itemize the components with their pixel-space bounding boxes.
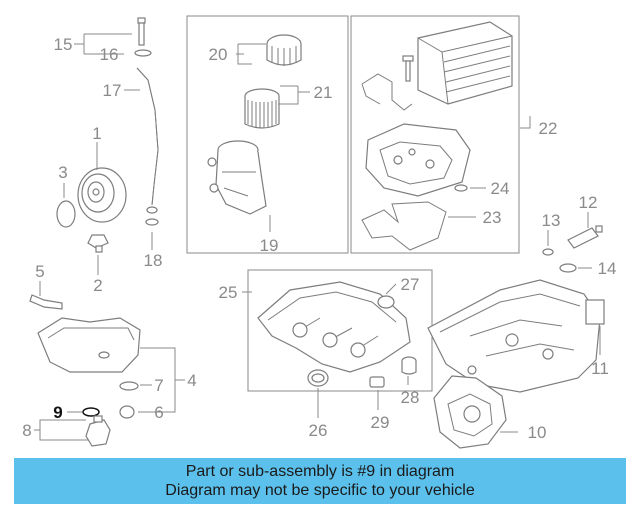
oil-filter-cap-part[interactable] [266, 34, 302, 66]
module-gasket-part[interactable] [361, 201, 447, 251]
callout-8[interactable]: 8 [22, 421, 31, 440]
sleeve-28-part[interactable] [401, 356, 417, 375]
callout-13[interactable]: 13 [542, 211, 561, 230]
callout-4[interactable]: 4 [187, 371, 196, 390]
leader-lines [34, 33, 601, 441]
banner-line-part-number: Part or sub-assembly is #9 in diagram [185, 463, 455, 480]
seal-27-part[interactable] [377, 295, 395, 309]
info-banner: Part or sub-assembly is #9 in diagram Di… [14, 458, 626, 504]
oil-cooler-group-box [350, 15, 520, 254]
drain-plug-part[interactable] [119, 405, 135, 419]
callout-7[interactable]: 7 [154, 376, 163, 395]
crank-pulley-part[interactable] [77, 167, 127, 223]
callout-14[interactable]: 14 [598, 259, 617, 278]
plug-13-part[interactable] [542, 248, 554, 256]
callout-19[interactable]: 19 [260, 236, 279, 255]
callout-29[interactable]: 29 [371, 413, 390, 432]
callout-9[interactable]: 9 [53, 403, 62, 422]
bolt-15-part[interactable] [134, 17, 152, 57]
oil-pump-part[interactable] [433, 375, 507, 449]
cooler-bolt-part[interactable] [402, 55, 414, 82]
dipstick-tube-part[interactable] [136, 67, 159, 226]
sensor-12-part[interactable] [567, 225, 603, 249]
callout-20[interactable]: 20 [209, 45, 228, 64]
callout-18[interactable]: 18 [144, 251, 163, 270]
callout-24[interactable]: 24 [491, 179, 510, 198]
parts-diagram: 1 2 3 4 5 6 7 8 9 10 11 12 13 14 15 16 1… [22, 15, 617, 449]
callout-11[interactable]: 11 [591, 359, 609, 378]
banner-line-disclaimer: Diagram may not be specific to your vehi… [165, 482, 475, 499]
callout-28[interactable]: 28 [401, 388, 420, 407]
upper-oil-pan-part[interactable] [427, 279, 605, 393]
drain-washer-part[interactable] [119, 381, 139, 391]
callout-1[interactable]: 1 [92, 124, 101, 143]
oil-filter-group-box [186, 15, 349, 254]
sensor-5-part[interactable] [29, 294, 63, 310]
callout-26[interactable]: 26 [309, 421, 328, 440]
o-ring-9-part[interactable] [82, 407, 100, 417]
callout-15[interactable]: 15 [54, 35, 73, 54]
callout-21[interactable]: 21 [314, 83, 333, 102]
callout-3[interactable]: 3 [58, 163, 67, 182]
intake-manifold-part[interactable] [257, 281, 411, 373]
seal-26-inner [311, 373, 325, 383]
callout-12[interactable]: 12 [579, 193, 598, 212]
callout-10[interactable]: 10 [528, 423, 547, 442]
washer-14-part[interactable] [559, 263, 577, 273]
oil-cooler-part[interactable] [417, 21, 513, 105]
callout-16[interactable]: 16 [100, 45, 119, 64]
o-ring-24-part[interactable] [454, 184, 468, 192]
callout-17[interactable]: 17 [103, 81, 122, 100]
oil-filter-element-part[interactable] [244, 88, 280, 129]
callout-6[interactable]: 6 [154, 403, 163, 422]
oil-module-part[interactable] [365, 123, 471, 197]
cover-29-part[interactable] [369, 376, 385, 388]
callout-2[interactable]: 2 [93, 276, 102, 295]
callout-27[interactable]: 27 [401, 275, 420, 294]
callout-23[interactable]: 23 [483, 208, 502, 227]
oil-level-sensor-part[interactable] [85, 415, 111, 447]
oil-filter-housing-part[interactable] [207, 140, 267, 215]
pulley-bolt-part[interactable] [87, 234, 109, 253]
callout-5[interactable]: 5 [35, 262, 44, 281]
callout-22[interactable]: 22 [539, 119, 558, 138]
cooler-gasket-part[interactable] [361, 73, 413, 111]
callout-25[interactable]: 25 [219, 283, 238, 302]
front-seal-part[interactable] [56, 200, 76, 228]
lower-oil-pan-part[interactable] [37, 317, 141, 373]
